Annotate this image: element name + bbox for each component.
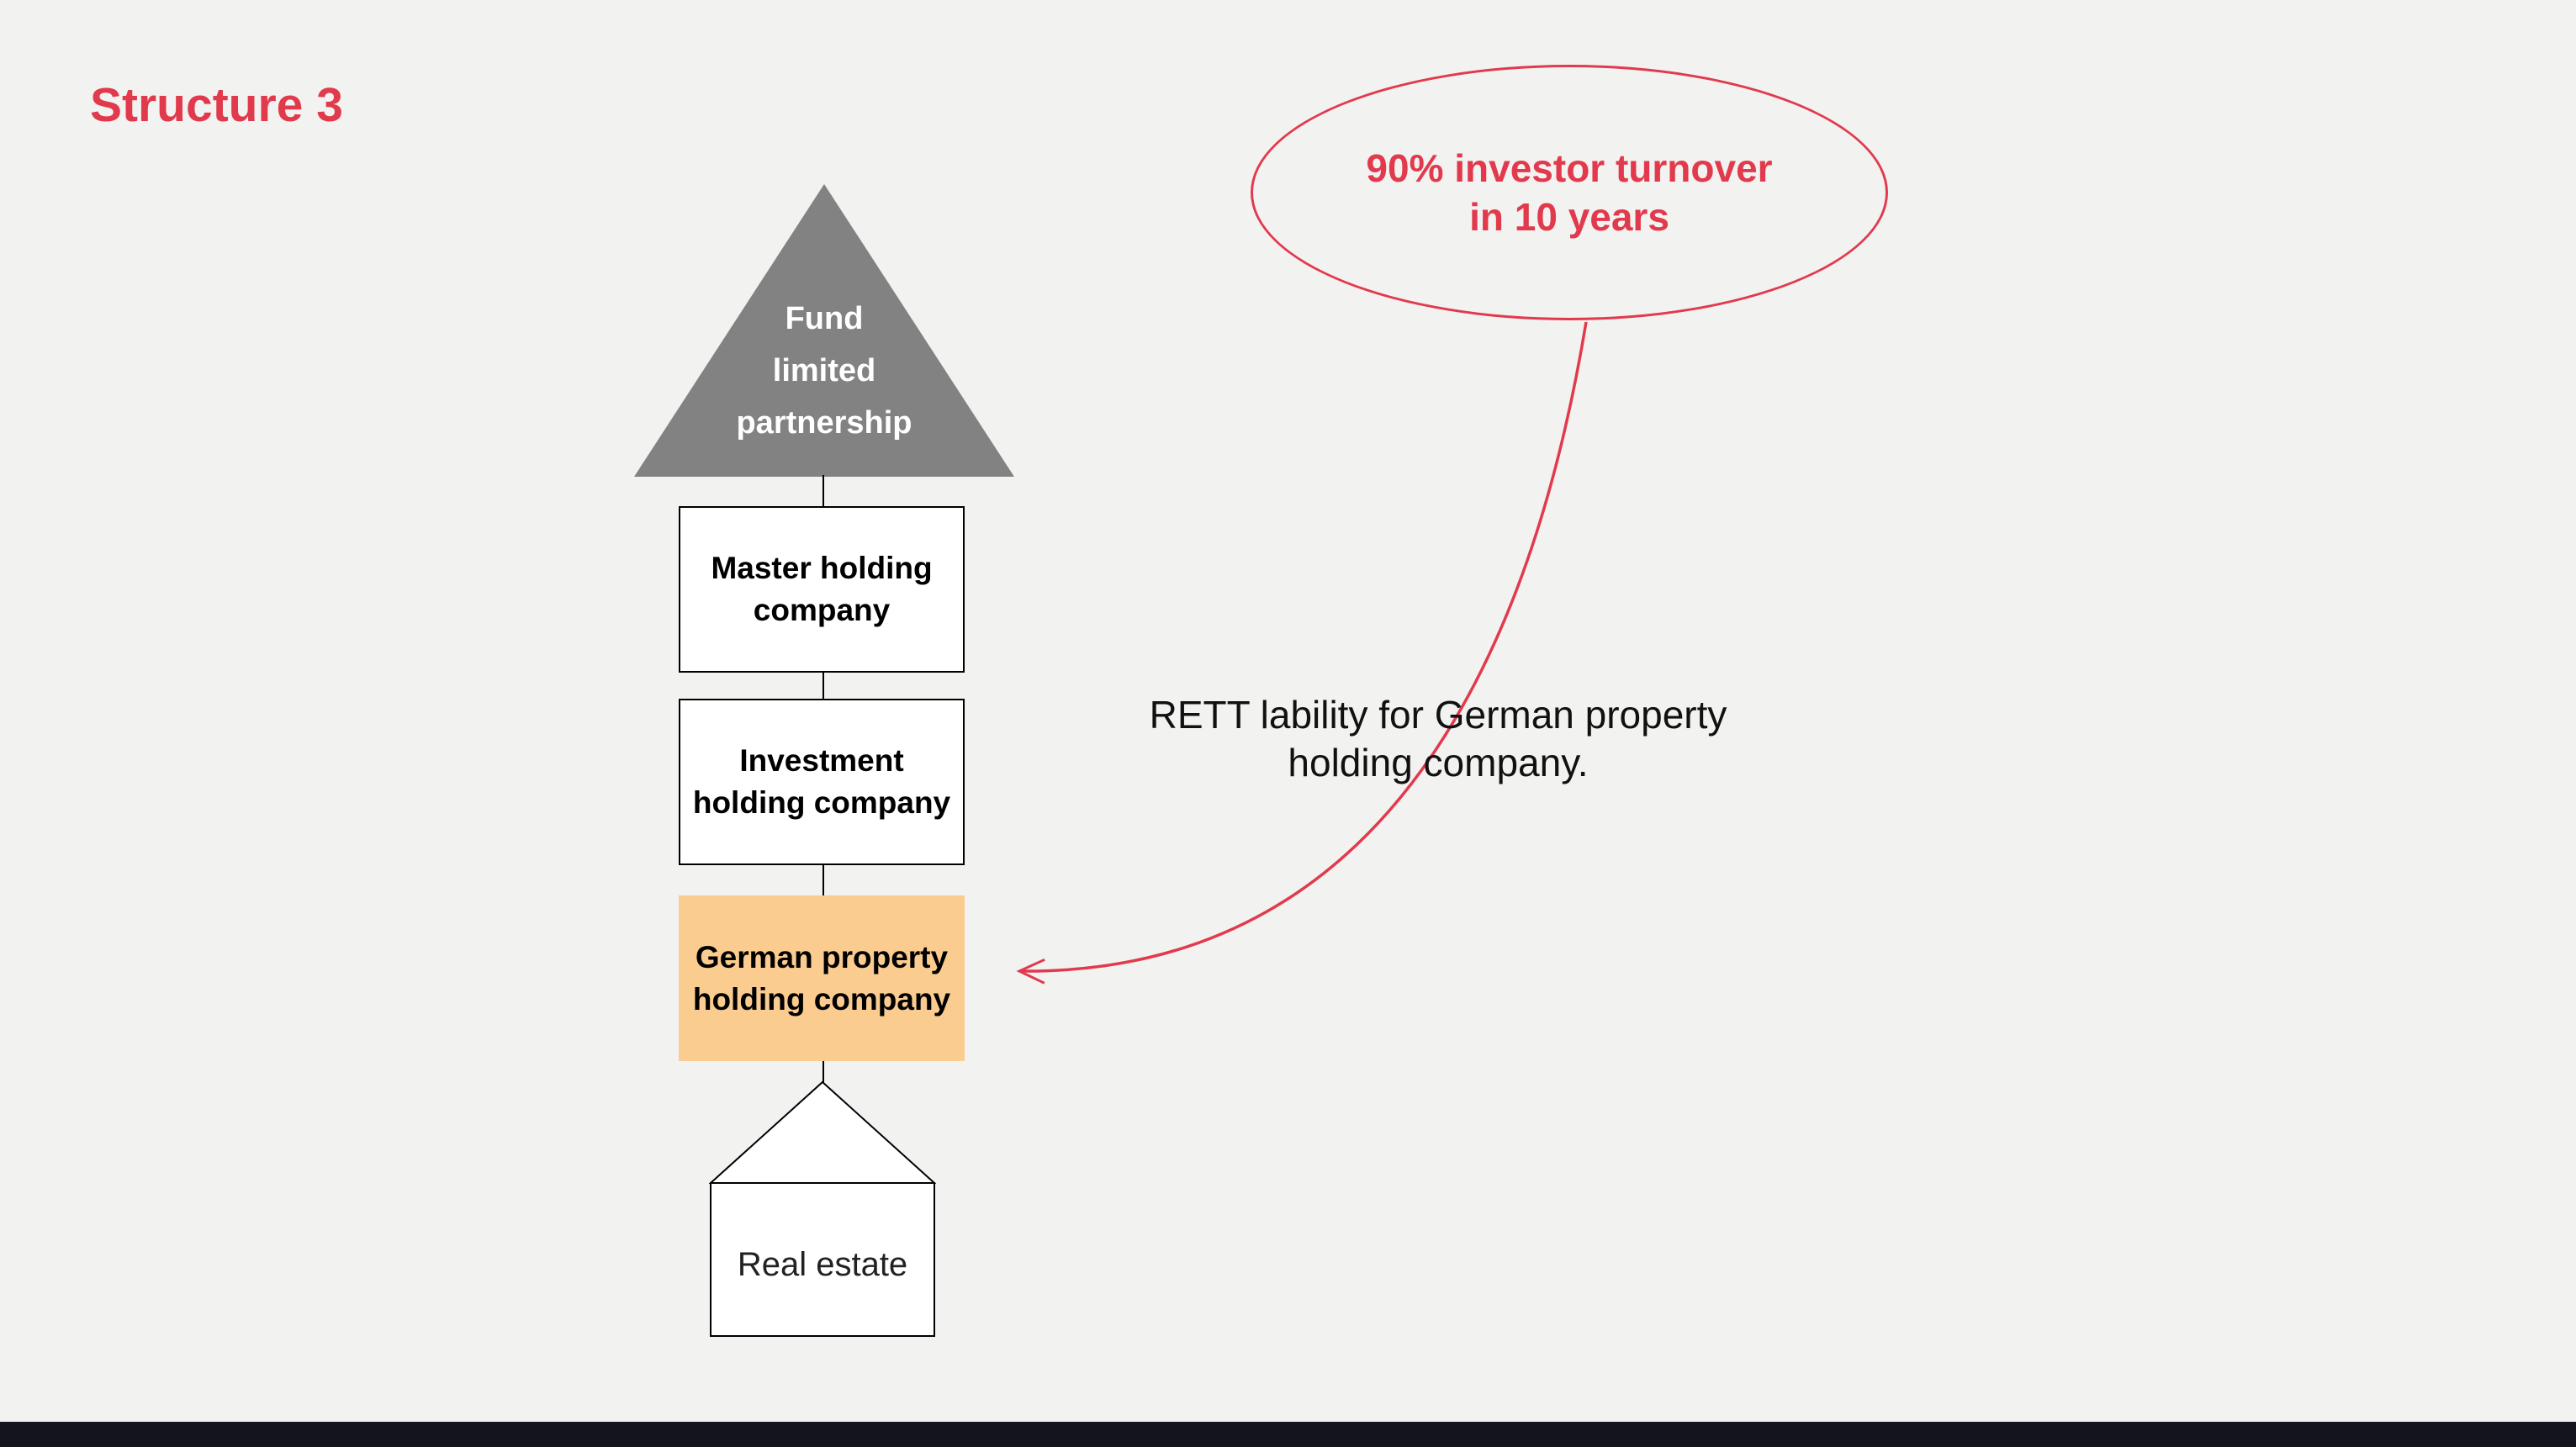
rett-note-line2: holding company. [1288,741,1589,784]
real-estate-label: Real estate [737,1246,908,1283]
german-property-label-line1: German property [695,939,949,974]
page-title: Structure 3 [90,78,343,132]
fund-triangle-label-line3: partnership [736,405,912,441]
investment-holding-label-line1: Investment [739,743,904,778]
fund-triangle-label-line2: limited [772,353,876,388]
investment-holding-label-line2: holding company [692,785,951,820]
bubble-line1: 90% investor turnover [1366,146,1773,190]
rett-note: RETT lability for German property holdin… [1102,691,1775,787]
curved-arrow [1016,321,1588,985]
connector-master-to-investment [823,672,824,700]
german-property-box: German property holding company [679,895,965,1061]
fund-triangle-shape: Fund limited partnership [634,184,1014,477]
connector-triangle-to-master [823,475,824,507]
german-property-label-line2: holding company [692,981,951,1017]
master-holding-label-line1: Master holding [711,551,933,585]
master-holding-box: Master holding company [679,506,965,673]
master-holding-label-line2: company [753,593,891,627]
connector-investment-to-german [823,864,824,896]
fund-triangle-label-line1: Fund [785,301,864,336]
footer-bar [0,1422,2576,1447]
connector-german-to-realestate [823,1060,824,1084]
investor-turnover-bubble: 90% investor turnover in 10 years [1251,65,1888,320]
rett-note-line1: RETT lability for German property [1149,693,1727,737]
fund-triangle-label: Fund limited partnership [634,293,1014,449]
investment-holding-box: Investment holding company [679,699,965,865]
bubble-line2: in 10 years [1469,195,1669,239]
house-shape [709,1080,936,1337]
